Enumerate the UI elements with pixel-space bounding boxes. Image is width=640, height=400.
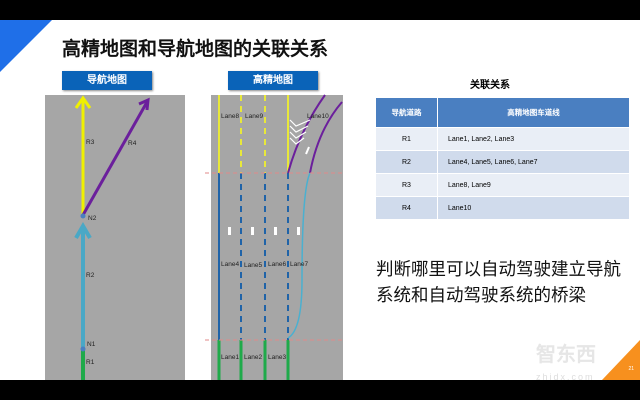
logo: 智东西 [536,344,596,366]
nav-map-diagram: R3 R4 N2 R2 N1 R1 [45,95,185,380]
lane-label: Lane4 [221,261,239,268]
lane-label: Lane10 [307,113,329,120]
lane-label: Lane9 [245,113,263,120]
slide-graphics: R3 R4 N2 R2 N1 R1 Lane8 Lane9 Lane10 Lan… [0,20,640,380]
lane-label: Lane1 [221,354,239,361]
road-label: R2 [86,272,95,279]
lane-label: Lane8 [221,113,239,120]
table-caption: 关联关系 [470,80,510,91]
node-label: N1 [87,341,96,348]
page-number: 21 [628,366,634,372]
node-label: N2 [88,215,97,222]
hd-map-tag: 高精地图 [228,71,318,90]
corner-accent [0,20,52,72]
logo-url: zhidx.com [536,372,595,380]
hd-map-diagram: Lane8 Lane9 Lane10 Lane4 Lane5 Lane6 Lan… [205,94,345,380]
table-header: 导航道路 [376,98,438,128]
lane-label: Lane7 [290,261,308,268]
road-label: R1 [86,359,95,366]
nav-map-tag: 导航地图 [62,71,152,90]
lane-label: Lane2 [244,354,262,361]
slide: R3 R4 N2 R2 N1 R1 Lane8 Lane9 Lane10 Lan… [0,20,640,380]
table-header: 高精地图车道线 [437,98,631,128]
road-label: R4 [128,140,137,147]
lane-label: Lane6 [268,261,286,268]
lane-label: Lane3 [268,354,286,361]
road-label: R3 [86,139,95,146]
page-title: 高精地图和导航地图的关联关系 [62,39,329,60]
page-corner [602,340,640,380]
lane-label: Lane5 [244,262,262,269]
summary-text: 判断哪里可以自动驾驶建立导航系统和自动驾驶系统的桥梁 [376,259,621,305]
